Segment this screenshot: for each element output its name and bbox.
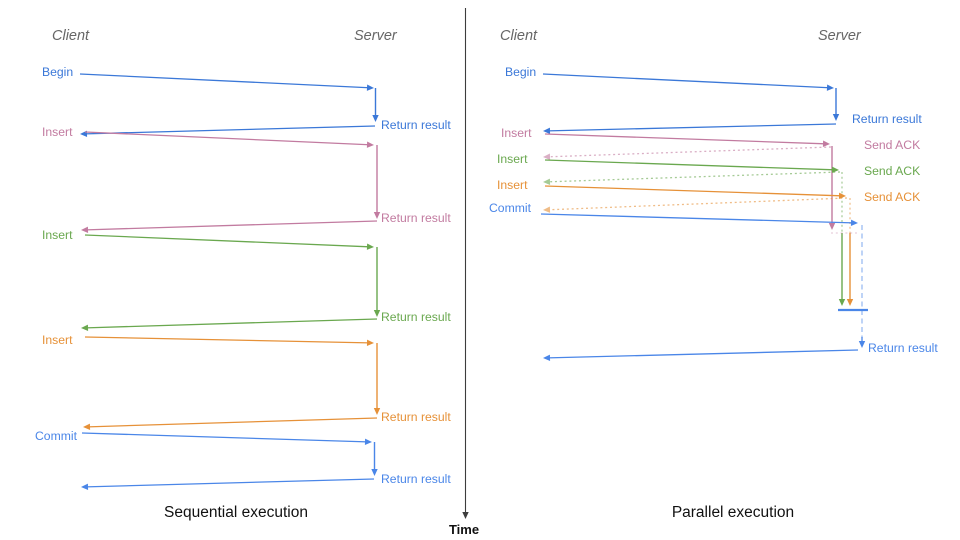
seq-commit-return-arrow (81, 478, 375, 491)
seq-insert3-server-process-line (373, 343, 381, 415)
par-insert2-label: Insert (497, 152, 528, 166)
seq-insert2-request-arrow (84, 234, 374, 250)
seq-insert3-request-arrow (84, 336, 374, 347)
time-axis-label: Time (449, 522, 479, 537)
seq-insert3-return-label: Return result (381, 410, 451, 424)
seq-commit-server-process-line (371, 442, 378, 476)
seq-insert1-return-label: Return result (381, 211, 451, 225)
seq-server-header: Server (354, 28, 398, 44)
par-begin-label: Begin (505, 65, 536, 79)
par-client-header: Client (500, 28, 538, 44)
seq-begin-request-arrow (79, 73, 374, 91)
par-insert1-request-arrow (544, 133, 830, 147)
par-begin-request-arrow (542, 73, 834, 91)
par-commit-complete-arrow (858, 337, 866, 348)
seq-insert1-server-process-line (373, 145, 381, 219)
seq-insert2-return-label: Return result (381, 310, 451, 324)
par-begin-return-label: Return result (852, 112, 922, 126)
seq-insert3-return-arrow (83, 417, 378, 430)
seq-insert2-return-arrow (81, 318, 378, 331)
par-insert3-server-process-line (846, 233, 854, 306)
seq-commit-request-arrow (81, 432, 372, 445)
seq-insert1-label: Insert (42, 125, 73, 139)
par-insert2-ack-return-arrow (543, 171, 841, 185)
seq-insert1-request-arrow (84, 131, 374, 148)
seq-insert3-label: Insert (42, 333, 73, 347)
seq-begin-return-label: Return result (381, 118, 451, 132)
par-commit-request-arrow (540, 213, 858, 227)
par-final-return-label: Return result (868, 341, 938, 355)
time-axis-line (462, 8, 469, 519)
seq-begin-return-arrow (80, 125, 376, 138)
par-final-return-arrow (543, 349, 859, 362)
par-insert1-ack-label: Send ACK (864, 138, 920, 152)
par-begin-return-arrow (543, 123, 837, 135)
seq-insert2-label: Insert (42, 228, 73, 242)
seq-client-header: Client (52, 28, 90, 44)
seq-insert1-return-arrow (81, 220, 378, 233)
par-insert3-ack-return-arrow (543, 197, 848, 213)
seq-commit-label: Commit (35, 429, 78, 443)
par-commit-label: Commit (489, 201, 532, 215)
par-insert2-server-process-line (838, 233, 846, 306)
par-insert3-label: Insert (497, 178, 528, 192)
seq-commit-return-label: Return result (381, 472, 451, 486)
par-insert2-ack-label: Send ACK (864, 164, 920, 178)
par-insert1-label: Insert (501, 126, 532, 140)
par-insert1-ack-return-arrow (543, 146, 832, 160)
par-insert1-server-process-line (828, 146, 836, 230)
seq-title: Sequential execution (164, 504, 308, 521)
par-insert3-request-arrow (544, 185, 846, 199)
par-title: Parallel execution (672, 504, 794, 521)
seq-insert2-server-process-line (373, 247, 381, 317)
seq-begin-server-process-line (372, 88, 379, 122)
par-insert2-request-arrow (544, 159, 839, 173)
par-server-header: Server (818, 28, 862, 44)
seq-begin-label: Begin (42, 65, 73, 79)
par-begin-server-process-line (832, 88, 840, 121)
par-insert3-ack-label: Send ACK (864, 190, 920, 204)
